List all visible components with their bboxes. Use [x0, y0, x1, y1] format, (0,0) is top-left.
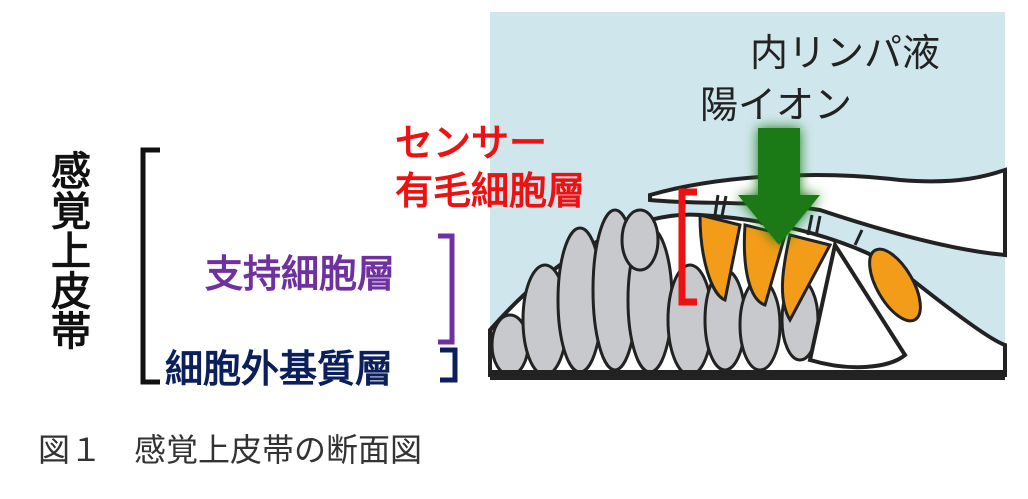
hair-cells [698, 213, 922, 324]
pillar-cell [807, 239, 908, 370]
hair-cell-layer-label: 有毛細胞層 [395, 169, 586, 213]
hair-cell-bracket [678, 188, 697, 306]
extracellular-matrix-layer-label: 細胞外基質層 [165, 347, 394, 391]
sensor-label: センサー [395, 121, 548, 165]
sensory-epithelium-label: 感覚上皮帯 [44, 150, 90, 350]
supporting-cell-bracket [438, 233, 455, 345]
matrix-bracket [440, 347, 458, 383]
basement-membrane [490, 370, 1005, 380]
cation-flow-arrow [738, 128, 820, 245]
figure-caption: 図１ 感覚上皮帯の断面図 [38, 431, 423, 469]
cations-label: 陽イオン [700, 83, 853, 127]
supporting-cell-layer-label: 支持細胞層 [205, 252, 396, 296]
endolymph-label: 内リンパ液 [750, 31, 941, 75]
sensory-epithelium-bracket [140, 147, 160, 385]
